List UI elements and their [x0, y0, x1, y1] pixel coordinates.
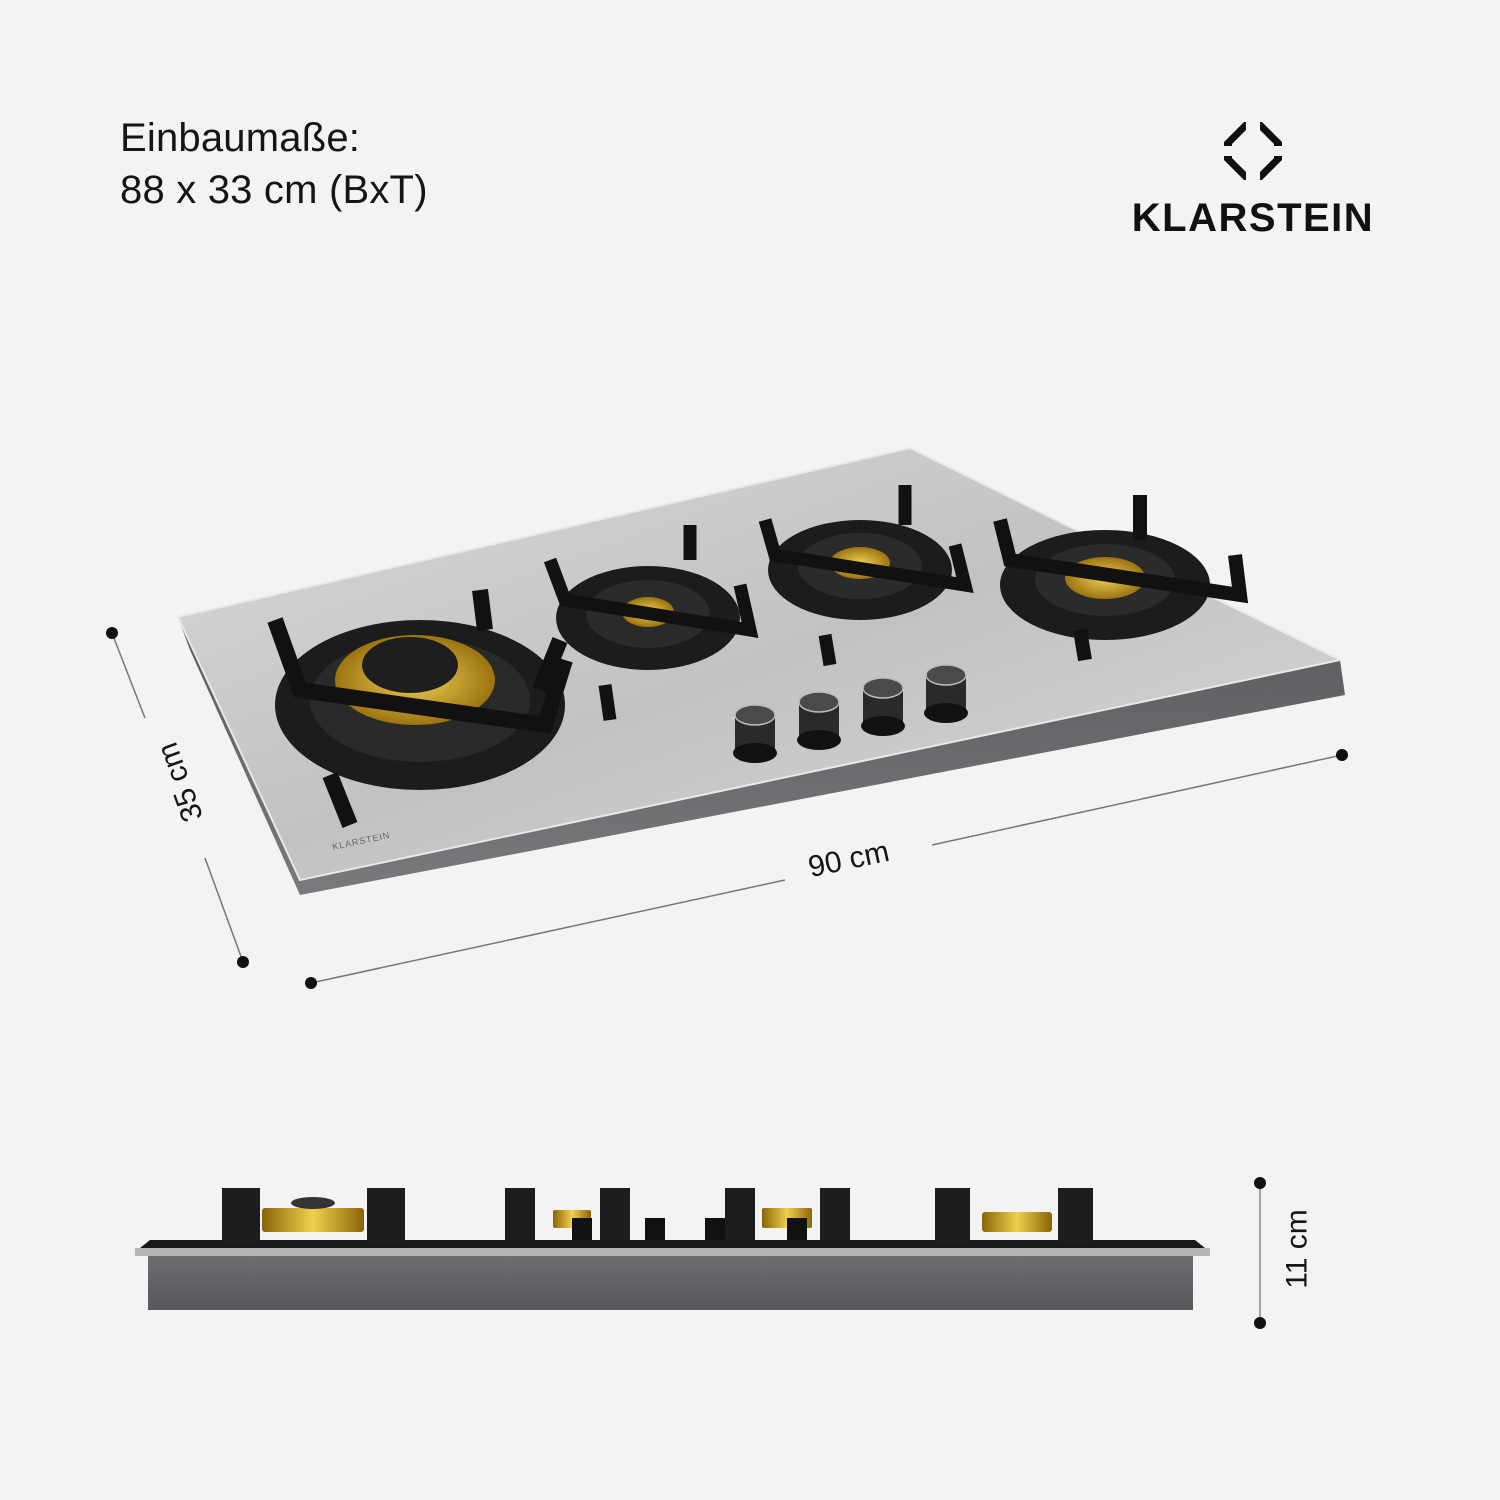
- dimensions-value: 88 x 33 cm (BxT): [120, 168, 428, 212]
- brand-logo: KLARSTEIN: [1122, 120, 1384, 241]
- knob-3[interactable]: [861, 677, 905, 736]
- control-knobs: [733, 664, 968, 763]
- burner-2: [543, 525, 759, 721]
- knob-4[interactable]: [924, 664, 968, 723]
- knob-1[interactable]: [733, 704, 777, 763]
- hob-front-view: [135, 1188, 1210, 1310]
- hob-perspective-view: KLARSTEIN: [176, 446, 1345, 895]
- height-label: 11 cm: [1280, 1209, 1314, 1289]
- front-knob-4[interactable]: [787, 1218, 807, 1240]
- brand-name: KLARSTEIN: [1131, 196, 1375, 240]
- hob-front-body: [148, 1255, 1193, 1310]
- burner-3: [758, 485, 974, 667]
- dimensions-title: Einbaumaße:: [120, 116, 361, 160]
- height-dimension-line: [1254, 1177, 1266, 1329]
- front-knob-3[interactable]: [705, 1218, 725, 1240]
- depth-dimension-line: [106, 627, 249, 968]
- burner-4: [993, 495, 1249, 662]
- installation-dimensions: Einbaumaße: 88 x 33 cm (BxT): [120, 112, 428, 216]
- knob-2[interactable]: [797, 691, 841, 750]
- burner-1: [267, 589, 573, 828]
- octagon-logo-icon: [1224, 122, 1282, 180]
- front-knob-1[interactable]: [572, 1218, 592, 1240]
- front-knob-2[interactable]: [645, 1218, 665, 1240]
- width-dimension-line: [305, 749, 1348, 989]
